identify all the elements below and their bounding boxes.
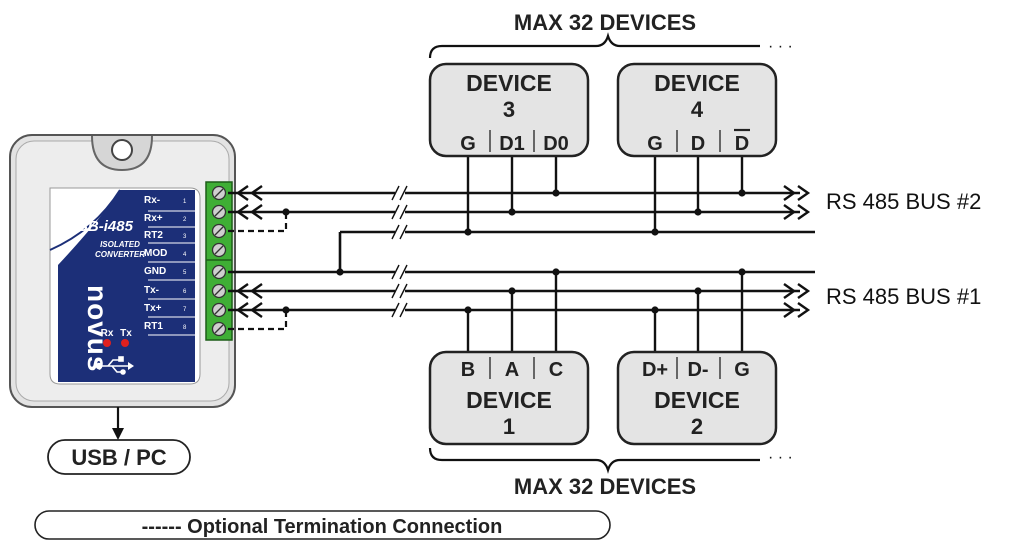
legend-text: ------ Optional Termination Connection (142, 516, 503, 538)
converter-model: USB-i485 (67, 218, 134, 235)
terminal-label-gnd: GND (144, 266, 166, 277)
terminal-num-1: 1 (183, 199, 187, 205)
converter-line1: ISOLATED (100, 240, 140, 249)
usb-pc-pill (47, 439, 191, 475)
device-4 (616, 62, 778, 158)
led-tx-icon (121, 339, 129, 347)
converter-line2: CONVERTER (95, 250, 145, 259)
terminal-num-4: 4 (183, 252, 187, 258)
bus-arrows (235, 185, 811, 318)
device-4-title: DEVICE (654, 70, 740, 96)
blue-label-panel (58, 190, 195, 382)
max-devices-top-label: MAX 32 DEVICES (514, 10, 696, 35)
legend-pill (34, 510, 611, 540)
terminal-num-2: 2 (183, 217, 187, 223)
device-1-pin-b: B (461, 359, 475, 381)
terminal-label-mod: MOD (144, 248, 167, 259)
terminal-label-tx-minus: Tx- (144, 285, 159, 296)
top-brace (428, 32, 760, 59)
terminal-num-7: 7 (183, 307, 187, 313)
terminal-label-rt2: RT2 (144, 230, 163, 241)
led-rx-icon (103, 339, 111, 347)
terminal-labels: Rx- 1 Rx+ 2 RT2 3 MOD 4 GND 5 Tx- 6 Tx+ … (144, 195, 195, 336)
device-2-title: DEVICE (654, 387, 740, 413)
max-devices-bottom-label: MAX 32 DEVICES (514, 474, 696, 499)
device-3-number: 3 (503, 97, 515, 122)
device-3 (428, 62, 590, 158)
terminal-num-8: 8 (183, 325, 187, 331)
top-ellipsis: · · · (768, 38, 793, 55)
device-1 (428, 350, 590, 446)
device-4-pin-g: G (647, 133, 663, 155)
terminal-label-rx-minus: Rx- (144, 195, 160, 206)
usb-pc-label: USB / PC (71, 445, 166, 470)
device-4-number: 4 (691, 97, 704, 122)
device-2-number: 2 (691, 414, 703, 439)
terminal-label-tx-plus: Tx+ (144, 303, 162, 314)
usb-symbol-icon (95, 356, 134, 375)
device-3-pin-g: G (460, 133, 476, 155)
device-1-pin-a: A (505, 359, 519, 381)
down-arrow-icon (112, 428, 124, 440)
device-1-pin-c: C (549, 359, 563, 381)
bus-wiring (228, 150, 815, 357)
bus-2-label: RS 485 BUS #2 (826, 189, 981, 214)
bus-1-label: RS 485 BUS #1 (826, 284, 981, 309)
device-3-pin-d0: D0 (543, 133, 569, 155)
device-2-pin-g: G (734, 359, 750, 381)
terminal-label-rx-plus: Rx+ (144, 213, 163, 224)
device-4-pin-d: D (691, 133, 705, 155)
bottom-ellipsis: · · · (768, 449, 793, 466)
device-3-title: DEVICE (466, 70, 552, 96)
terminal-num-6: 6 (183, 289, 187, 295)
device-4-pin-d-bar: D (735, 133, 749, 155)
mounting-hole-icon (111, 139, 133, 161)
bottom-brace (428, 447, 760, 474)
device-2-pin-d-plus: D+ (642, 359, 668, 381)
device-2-pin-d-minus: D- (687, 359, 708, 381)
led-rx-label: Rx (101, 328, 114, 339)
terminal-block (205, 181, 233, 341)
led-tx-label: Tx (120, 328, 132, 339)
novus-logo: novus (82, 285, 113, 372)
device-3-pin-d1: D1 (499, 133, 525, 155)
device-2 (616, 350, 778, 446)
terminal-label-rt1: RT1 (144, 321, 163, 332)
terminal-num-5: 5 (183, 270, 187, 276)
device-1-title: DEVICE (466, 387, 552, 413)
terminal-num-3: 3 (183, 234, 187, 240)
device-1-number: 1 (503, 414, 515, 439)
